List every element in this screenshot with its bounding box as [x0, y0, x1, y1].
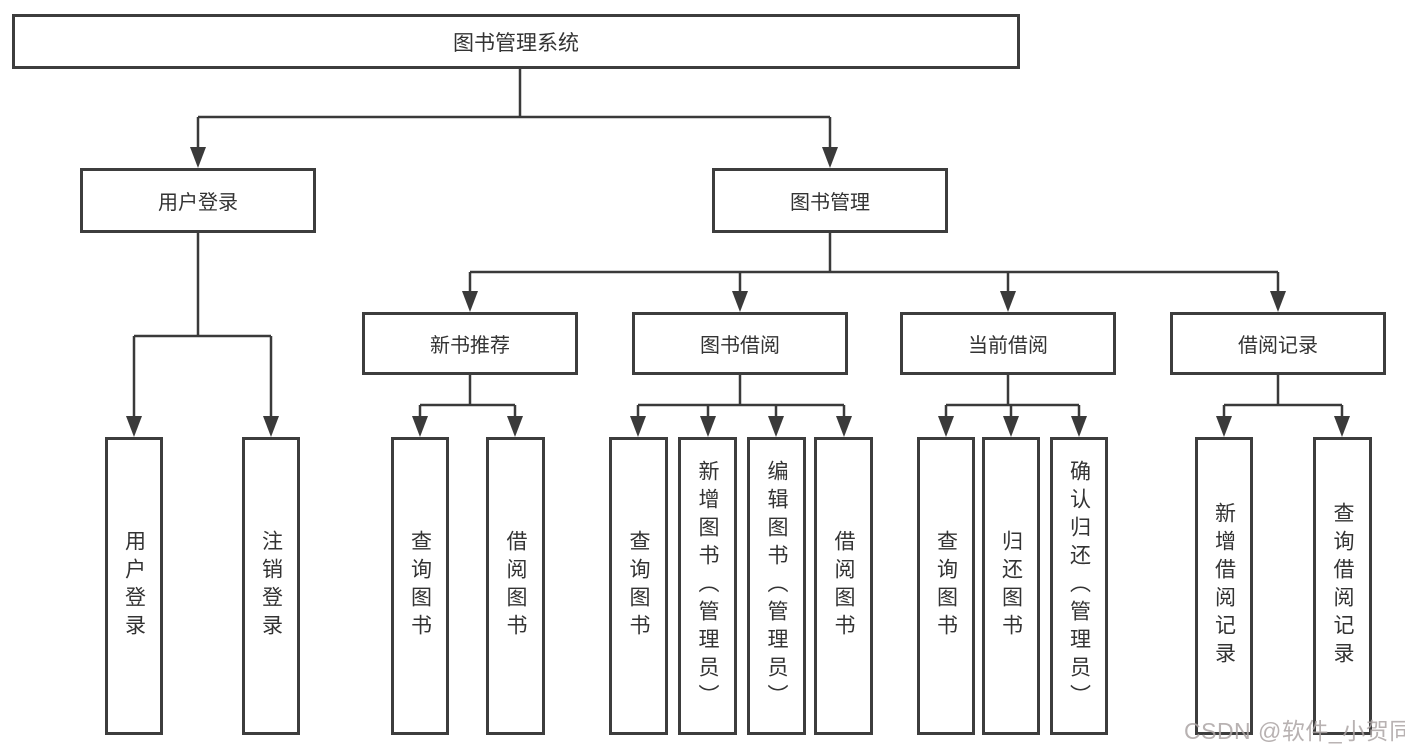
node-new-book-recommend-label: 新书推荐 [430, 335, 510, 357]
leaf-borrow-edit-books-admin-label: 编辑图书（管理员） [765, 460, 788, 712]
edge-root-to-level2 [196, 68, 832, 150]
leaf-borrow-add-books-admin: 新增图书（管理员） [678, 437, 737, 735]
leaf-newbook-query-books-label: 查询图书 [408, 530, 432, 642]
arrowheads [126, 147, 1350, 437]
arrowhead [1216, 416, 1232, 437]
leaf-newbook-borrow-books: 借阅图书 [486, 437, 545, 735]
node-book-management-label: 图书管理 [790, 192, 870, 214]
arrowhead [630, 416, 646, 437]
node-new-book-recommend: 新书推荐 [362, 312, 578, 375]
edge-bookmgmt-to-level3 [468, 233, 1280, 296]
leaf-newbook-borrow-books-label: 借阅图书 [504, 530, 527, 642]
leaf-borrow-borrow-books: 借阅图书 [814, 437, 873, 735]
leaf-newbook-query-books: 查询图书 [391, 437, 449, 735]
arrowhead [732, 291, 748, 312]
arrowhead [126, 416, 142, 437]
node-borrow-records: 借阅记录 [1170, 312, 1386, 375]
arrowhead [768, 416, 784, 437]
node-borrow-records-label: 借阅记录 [1238, 335, 1318, 357]
leaf-records-query-record: 查询借阅记录 [1313, 437, 1372, 735]
edge-newbook-to-leaves [418, 375, 517, 421]
leaf-user-login: 用户登录 [105, 437, 163, 735]
edge-login-to-leaves [132, 233, 273, 421]
leaf-current-return-books: 归还图书 [982, 437, 1040, 735]
leaf-logout-label: 注销登录 [259, 530, 283, 642]
arrowhead [1000, 291, 1016, 312]
node-root: 图书管理系统 [12, 14, 1020, 69]
arrowhead [507, 416, 523, 437]
leaf-borrow-borrow-books-label: 借阅图书 [832, 530, 855, 642]
leaf-logout: 注销登录 [242, 437, 300, 735]
leaf-borrow-edit-books-admin: 编辑图书（管理员） [747, 437, 806, 735]
arrowhead [1071, 416, 1087, 437]
leaf-current-query-books: 查询图书 [917, 437, 975, 735]
leaf-borrow-add-books-admin-label: 新增图书（管理员） [696, 460, 719, 712]
leaf-records-query-record-label: 查询借阅记录 [1331, 502, 1354, 670]
arrowhead [836, 416, 852, 437]
leaf-user-login-label: 用户登录 [122, 530, 146, 642]
arrowhead [412, 416, 428, 437]
leaf-records-add-record: 新增借阅记录 [1195, 437, 1253, 735]
node-current-borrow-label: 当前借阅 [968, 335, 1048, 357]
node-root-label: 图书管理系统 [453, 31, 579, 55]
leaf-current-confirm-return-admin: 确认归还（管理员） [1050, 437, 1108, 735]
arrowhead [1270, 291, 1286, 312]
edge-current-to-leaves [944, 375, 1081, 421]
leaf-borrow-query-books: 查询图书 [609, 437, 668, 735]
arrowhead [1003, 416, 1019, 437]
arrowhead [700, 416, 716, 437]
node-user-login-label: 用户登录 [158, 192, 238, 214]
edge-borrow-to-leaves [636, 375, 846, 421]
arrowhead [938, 416, 954, 437]
edge-records-to-leaves [1222, 375, 1344, 421]
arrowhead [190, 147, 206, 168]
leaf-current-confirm-return-admin-label: 确认归还（管理员） [1067, 460, 1091, 712]
leaf-borrow-query-books-label: 查询图书 [627, 530, 650, 642]
node-user-login: 用户登录 [80, 168, 316, 233]
arrowhead [263, 416, 279, 437]
leaf-current-query-books-label: 查询图书 [934, 530, 958, 642]
node-current-borrow: 当前借阅 [900, 312, 1116, 375]
arrowhead [462, 291, 478, 312]
arrowhead [822, 147, 838, 168]
leaf-current-return-books-label: 归还图书 [999, 530, 1023, 642]
csdn-watermark: CSDN @软件_小贺同学 [1184, 718, 1405, 744]
arrowhead [1334, 416, 1350, 437]
node-book-borrow: 图书借阅 [632, 312, 848, 375]
node-book-borrow-label: 图书借阅 [700, 335, 780, 357]
node-book-management: 图书管理 [712, 168, 948, 233]
leaf-records-add-record-label: 新增借阅记录 [1212, 502, 1236, 670]
